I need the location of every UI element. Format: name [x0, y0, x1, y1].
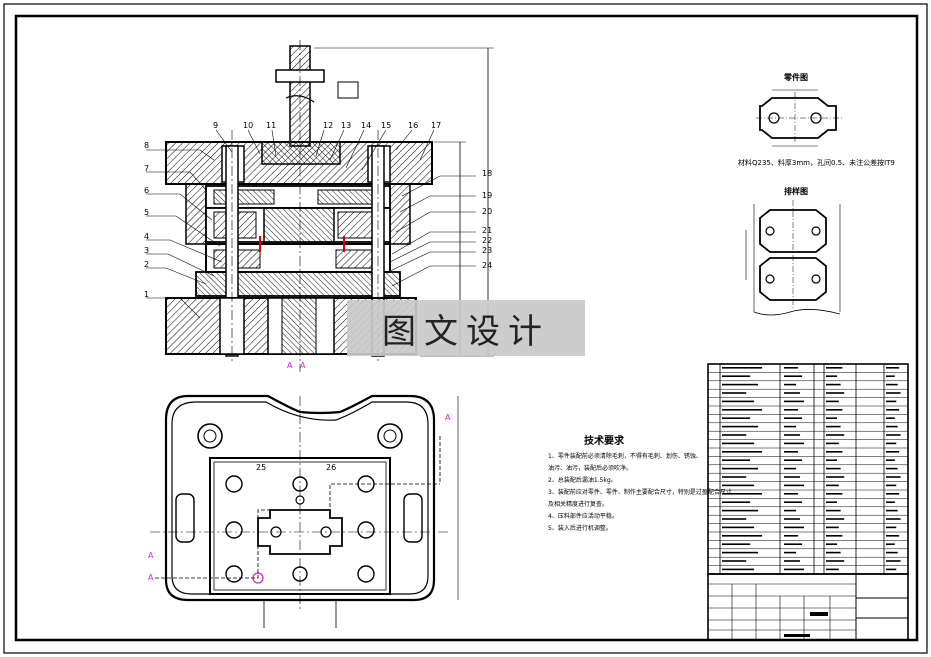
callout-number: 23: [482, 246, 492, 255]
section-mark: A: [148, 573, 154, 582]
technical-requirements-title: 技术要求: [584, 436, 624, 447]
watermark-logo: 图文设计: [347, 300, 585, 356]
inner-border: [14, 14, 919, 642]
callout-number: 14: [361, 121, 371, 130]
part-drawing: [756, 89, 842, 147]
technical-requirements: 技术要求 1、零件装配前必须清除毛刺，不得有毛刺、划伤、锈蚀、 油污、油污，装配…: [548, 432, 732, 535]
callout-number: 4: [144, 232, 149, 241]
callout-number: 8: [144, 141, 149, 150]
callout-number: 1: [144, 290, 149, 299]
section-mark: A: [445, 413, 451, 422]
callout-number: 13: [341, 121, 351, 130]
callout-number: 7: [144, 164, 149, 173]
callout-number: 5: [144, 208, 149, 217]
section-mark: A: [148, 551, 154, 560]
callout-number: 12: [323, 121, 333, 130]
callout-number: 19: [482, 191, 492, 200]
callout-number: 25: [256, 463, 266, 472]
callout-number: 24: [482, 261, 492, 270]
material-note: 材料Q235、料厚3mm，孔间0.5、未注公差按IT9: [738, 159, 895, 167]
part-drawing-caption: 零件图: [784, 73, 808, 82]
requirement-item: 1、零件装配前必须清除毛刺，不得有毛刺、划伤、锈蚀、: [548, 453, 702, 460]
callout-number: 2: [144, 260, 149, 269]
die-plan-view: [150, 394, 459, 628]
callout-number: 18: [482, 169, 492, 178]
callout-number: 17: [431, 121, 441, 130]
callout-number: 6: [144, 186, 149, 195]
section-mark: A: [287, 361, 293, 370]
layout-drawing-caption: 排样图: [784, 187, 808, 196]
callout-number: 16: [408, 121, 418, 130]
callout-leaders: [146, 129, 476, 319]
requirement-item: 油污、油污，装配后必须吹净。: [548, 465, 633, 472]
requirement-item: 5、装入后进行机调整。: [548, 525, 612, 532]
parts-list-table: [707, 363, 909, 641]
callout-number: 26: [326, 463, 336, 472]
callout-number: 3: [144, 246, 149, 255]
strip-layout-drawing: [745, 200, 841, 316]
callout-number: 9: [213, 121, 218, 130]
requirement-item: 4、压料部件应活动平稳。: [548, 513, 618, 520]
callout-number: 10: [243, 121, 253, 130]
section-mark: A: [300, 361, 306, 370]
requirement-item: 3、装配前应对零件、零件、制作主要配合尺寸，特别是过盈配合尺寸: [548, 489, 732, 496]
callout-number: 15: [381, 121, 391, 130]
requirement-item: 2、总装配后漏油1.5kg。: [548, 477, 617, 484]
callout-number: 21: [482, 226, 492, 235]
lower-plate-outline: [164, 394, 436, 602]
die-section-view: [165, 40, 494, 372]
callout-number: 22: [482, 236, 492, 245]
callout-number: 20: [482, 207, 492, 216]
section-marks: A A A A A: [148, 361, 451, 582]
watermark-text: 图文设计: [382, 311, 550, 352]
callout-number: 11: [266, 121, 276, 130]
outer-border: [3, 3, 928, 654]
requirement-item: 及相关精度进行复查。: [548, 501, 609, 508]
